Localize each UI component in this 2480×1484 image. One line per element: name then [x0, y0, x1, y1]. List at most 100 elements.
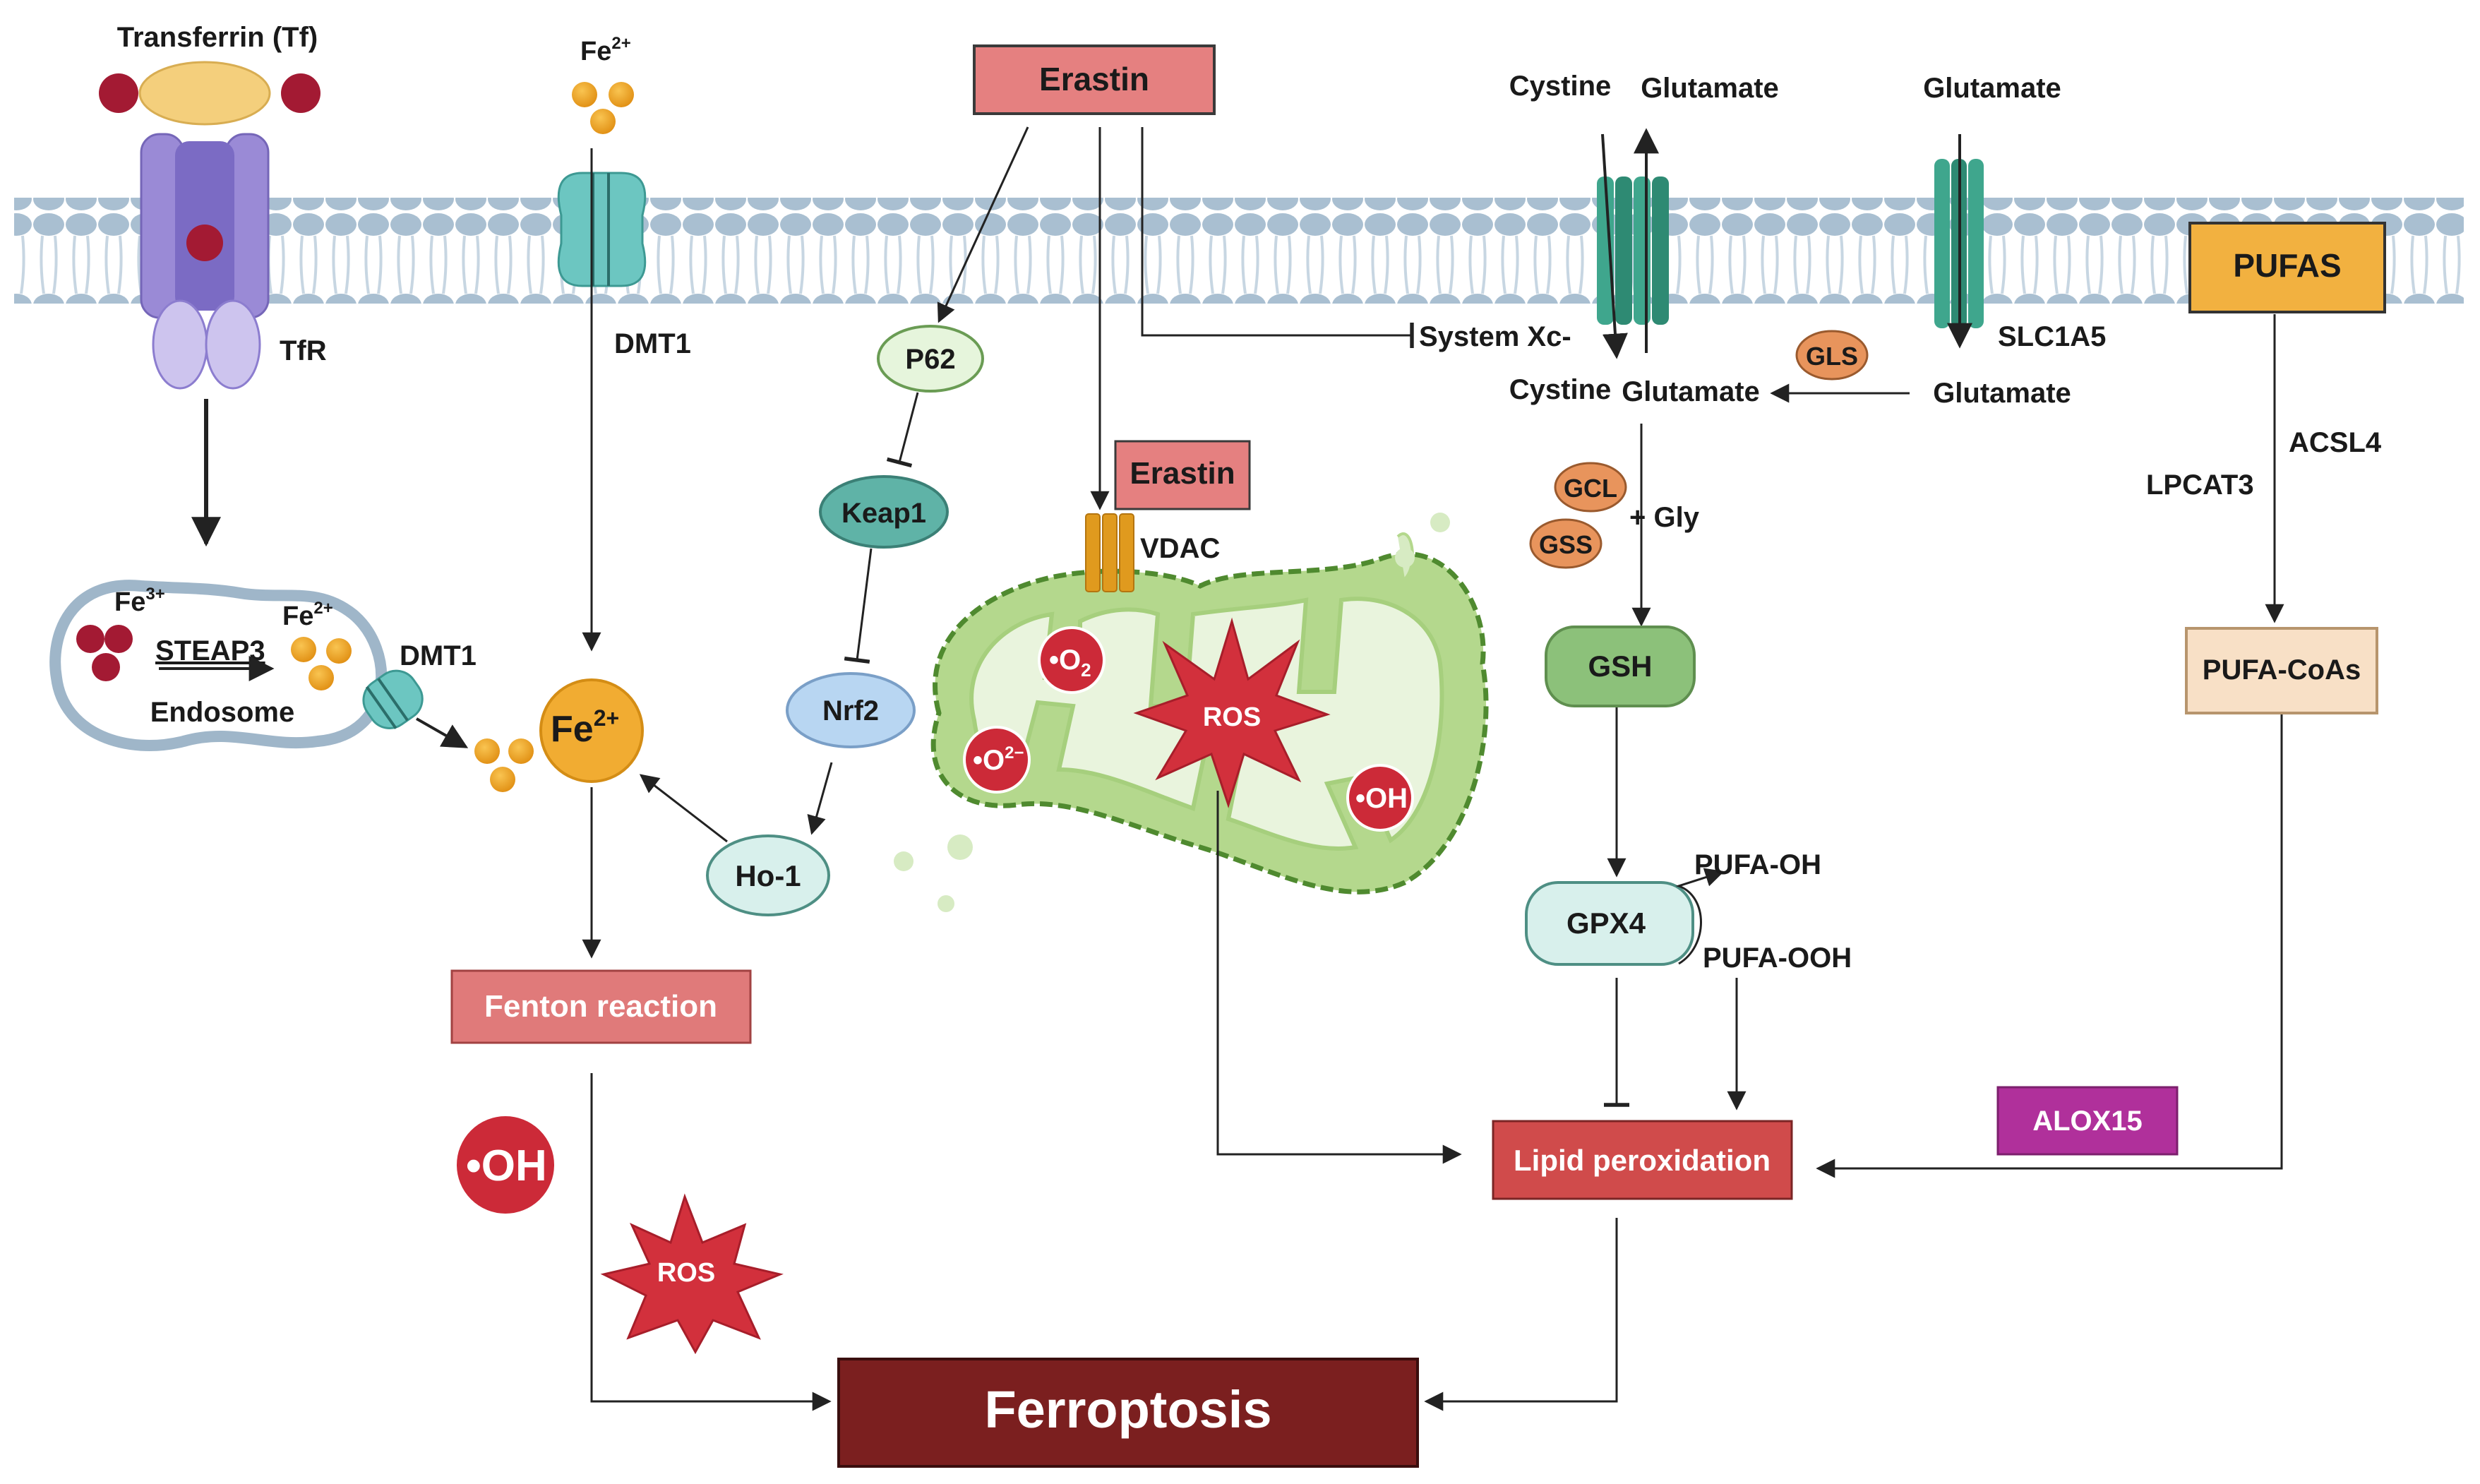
alox15-box [1996, 1086, 2179, 1156]
vdac-label: VDAC [1140, 533, 1220, 564]
hydroxyl-mito-label: •OH [1355, 783, 1408, 814]
iron-atom [326, 638, 352, 664]
ho1-label: Ho-1 [735, 859, 801, 892]
endosome-label: Endosome [150, 697, 294, 728]
dmt1-membrane-channel [557, 172, 647, 287]
keap1-inhibits-nrf2 [844, 548, 873, 664]
coas-to-lipid-arrow [1816, 714, 2283, 1178]
lipid-to-ferroptosis-arrow [1424, 1218, 1618, 1411]
fe2-top-label: Fe2+ [580, 34, 631, 66]
pufa-oh-label: PUFA-OH [1694, 849, 1821, 880]
hydroxyl-radical-mito [1346, 764, 1414, 832]
gcl-label: GCL [1564, 474, 1617, 503]
glutamate-right-label: Glutamate [1933, 378, 2071, 409]
tfr-lower-subunit [205, 299, 261, 390]
iron-atom [186, 225, 223, 261]
hydroxyl-label: •OH [466, 1142, 547, 1190]
keap1-label: Keap1 [841, 498, 926, 529]
fe2-pool-label: Fe2+ [551, 705, 619, 750]
erastin-top-box [973, 44, 1216, 115]
iron-atom [609, 82, 634, 107]
fenton-reaction-label: Fenton reaction [484, 989, 717, 1024]
p62-inhibits-keap1 [886, 392, 919, 468]
pufa-ooh-label: PUFA-OOH [1703, 943, 1852, 974]
slc1a5-transporter [1934, 134, 1984, 349]
gls-enzyme [1795, 330, 1869, 381]
gly-label: + Gly [1629, 502, 1700, 533]
iron-atom [291, 637, 316, 662]
erastin-inhibits-systemxc [1141, 127, 1414, 348]
glutamate-in-label: Glutamate [1622, 376, 1760, 407]
erastin-mito-box [1114, 440, 1251, 510]
cystine-top-label: Cystine [1509, 71, 1612, 102]
endosome-to-fe-arrow [416, 717, 469, 748]
endosome [49, 580, 388, 751]
ros-mito-label: ROS [1203, 702, 1261, 732]
glutamate-top-label: Glutamate [1641, 73, 1779, 104]
nrf2-label: Nrf2 [822, 695, 879, 726]
glutamate-top2-label: Glutamate [1923, 73, 2061, 104]
gpx4-reaction-arc [1675, 868, 1725, 965]
system-xc-transporter [1597, 128, 1669, 359]
superoxide-radical [1038, 626, 1106, 694]
iron-atom [92, 653, 120, 681]
iron-atom [281, 73, 321, 113]
transferrin-protein [138, 61, 271, 126]
dmt1-endosome-label: DMT1 [400, 640, 477, 671]
ferroptosis-box [837, 1358, 1419, 1468]
cystine-in-label: Cystine [1509, 374, 1612, 405]
system-xc-label: System Xc- [1419, 321, 1571, 352]
gsh-node [1545, 626, 1696, 707]
dmt1-top-label: DMT1 [614, 328, 691, 359]
slc1a5-label: SLC1A5 [1998, 321, 2106, 352]
pufa-coas-box [2185, 627, 2378, 714]
vdac-channel [1085, 513, 1134, 592]
iron-atom [508, 738, 534, 764]
tfr-lower-subunit [152, 299, 208, 390]
gpx4-node [1525, 881, 1694, 966]
gcl-enzyme [1554, 462, 1627, 513]
iron-atom [474, 738, 500, 764]
pufas-box [2188, 222, 2386, 313]
fenton-reaction-box [450, 969, 752, 1044]
fenton-to-ferroptosis-arrow [590, 1073, 832, 1411]
iron-atom [99, 73, 138, 113]
erastin-mito-label: Erastin [1130, 456, 1235, 491]
transferrin-label: Transferrin (Tf) [117, 22, 318, 53]
gpx4-label: GPX4 [1567, 906, 1646, 940]
hydroxyl-radical [453, 1112, 558, 1218]
iron-atom [308, 665, 334, 690]
dmt1-endosome-channel [362, 669, 424, 729]
fe2-endo-label: Fe2+ [282, 599, 333, 631]
ros-mito-burst [1133, 617, 1331, 808]
iron-atom [76, 625, 104, 653]
ros-bottom-burst [600, 1193, 784, 1355]
ho1-node [706, 834, 830, 916]
nrf2-to-ho1-arrow [807, 762, 833, 835]
transferrin-receptor-group [99, 61, 321, 390]
acsl4-label: ACSL4 [2289, 427, 2382, 458]
pufas-label: PUFAS [2233, 247, 2341, 284]
fe2-pool-node [539, 678, 644, 783]
steap3-label: STEAP3 [155, 635, 265, 666]
gss-label: GSS [1539, 530, 1593, 559]
erastin-top-label: Erastin [1039, 61, 1149, 97]
lipid-peroxidation-box [1492, 1120, 1793, 1200]
lpcat3-label: LPCAT3 [2146, 469, 2254, 501]
ferroptosis-label: Ferroptosis [984, 1380, 1271, 1439]
nrf2-node [786, 672, 916, 748]
pufa-coas-label: PUFA-CoAs [2203, 654, 2361, 686]
tfr-label: TfR [280, 335, 327, 366]
p62-label: P62 [905, 344, 955, 375]
iron-atom [104, 625, 133, 653]
erastin-to-p62-arrow [937, 126, 1029, 323]
fe3-label: Fe3+ [114, 585, 165, 617]
iron-atom [590, 109, 616, 134]
ros-to-lipid-arrow [1216, 791, 1462, 1164]
gsh-label: GSH [1588, 650, 1652, 683]
iron-atom [572, 82, 597, 107]
superoxide-anion [963, 726, 1031, 794]
p62-node [877, 325, 984, 393]
lipid-peroxidation-label: Lipid peroxidation [1514, 1144, 1771, 1177]
